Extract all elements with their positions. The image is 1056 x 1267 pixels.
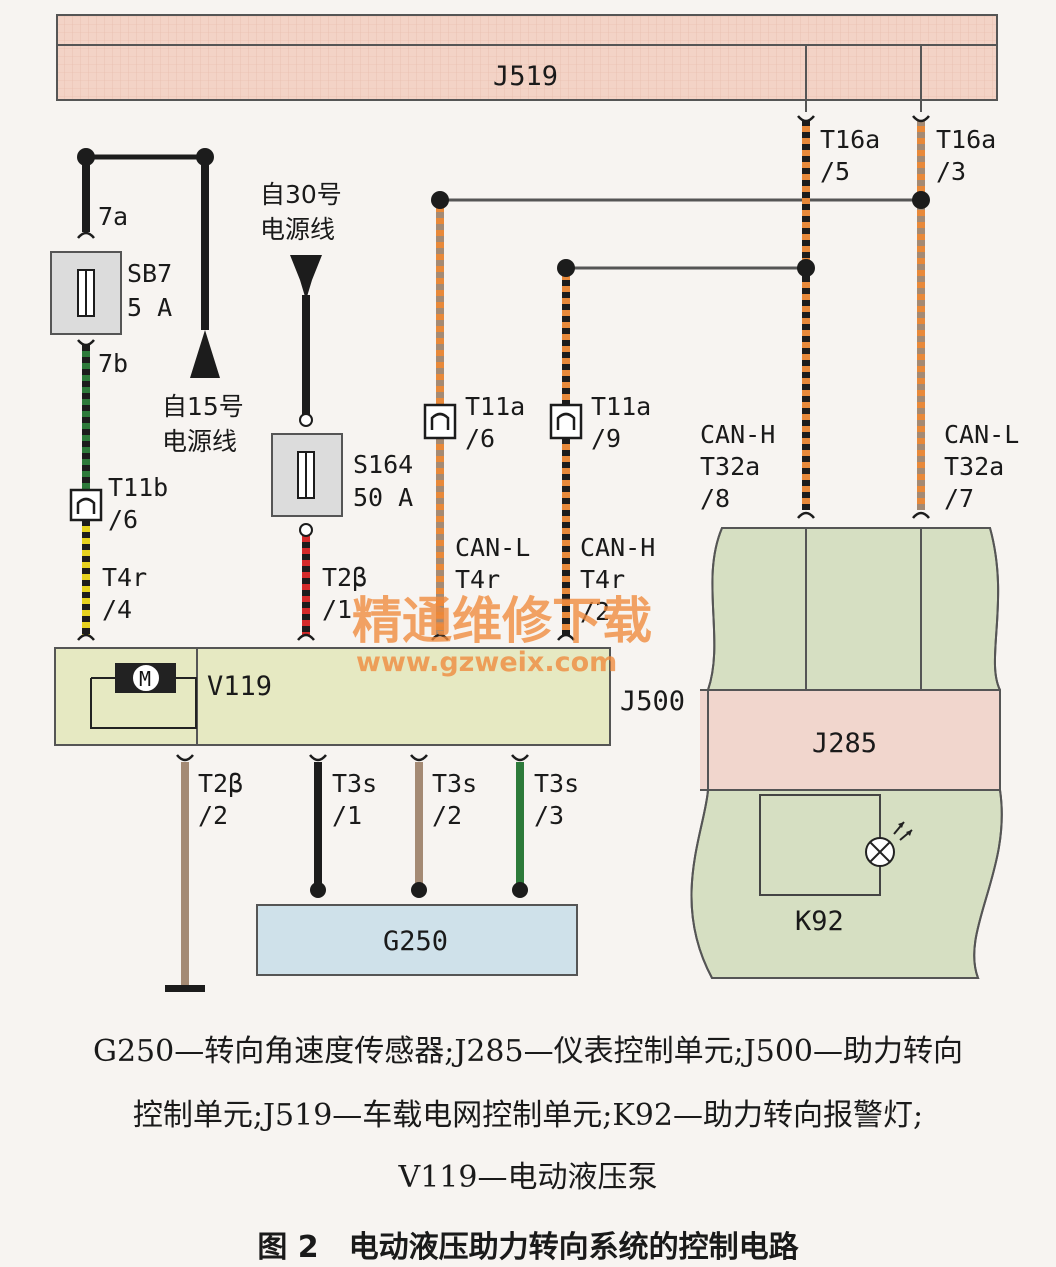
pin-t11a-a: T11a (465, 392, 525, 421)
k92-label: K92 (795, 906, 844, 937)
j285-label: J285 (812, 728, 877, 759)
t11b-connector (69, 488, 103, 522)
pin-canl-b: CAN-L (944, 420, 1019, 449)
pin-labels: 7a 7b T11b /6 T4r /4 T2β /1 T11a /6 T11a… (98, 125, 1019, 830)
fuse-s164: S164 50 A (271, 433, 413, 517)
pin-canl-a: CAN-L (455, 533, 530, 562)
pin-t32a-b-num: /7 (944, 484, 974, 513)
j500-label: J500 (620, 686, 685, 717)
pin-t32a-a: T32a (700, 452, 760, 481)
t11a6-connector (423, 403, 457, 440)
g250-label: G250 (383, 926, 448, 957)
pin-t32a-a-num: /8 (700, 484, 730, 513)
pin-t16a-b: T16a (936, 125, 996, 154)
pin-t4r-a: T4r (102, 563, 147, 592)
fuse-sb7: SB7 5 A (50, 251, 172, 335)
pin-t4r-c: T4r (580, 565, 625, 594)
legend-line-1: G250—转向角速度传感器;J285—仪表控制单元;J500—助力转向 (92, 1034, 963, 1069)
pin-t3s2-num: /2 (432, 801, 462, 830)
v119-label: V119 (207, 671, 272, 702)
source-15-line1: 自15号 (162, 392, 244, 421)
pin-t4r-b: T4r (455, 565, 500, 594)
s164-rating: 50 A (353, 483, 413, 512)
pin-t3s1-num: /1 (332, 801, 362, 830)
sb7-rating: 5 A (127, 293, 172, 322)
pin-t3s3-num: /3 (534, 801, 564, 830)
watermark-title: 精通维修下载 (352, 592, 652, 650)
source-15-line2: 电源线 (162, 427, 237, 456)
pin-t3s2: T3s (432, 769, 477, 798)
motor-symbol (131, 663, 161, 693)
j285-unit: J285 K92 (690, 527, 1003, 979)
s164-name: S164 (353, 450, 413, 479)
connector-arcs (77, 115, 930, 762)
pin-t3s1: T3s (332, 769, 377, 798)
g250-unit: G250 (256, 904, 578, 976)
t11a9-connector (549, 403, 583, 440)
legend-line-3: V119—电动液压泵 (398, 1160, 658, 1195)
pin-t11a-b: T11a (591, 392, 651, 421)
pin-t11a-a-num: /6 (465, 424, 495, 453)
j519-unit: J519 (56, 14, 998, 101)
from-30-arrow (290, 255, 322, 300)
pin-7b: 7b (98, 349, 128, 378)
motor-letter: M (139, 667, 151, 691)
figure-caption: 图 2 电动液压助力转向系统的控制电路 (257, 1230, 799, 1265)
pin-canh-a: CAN-H (580, 533, 655, 562)
pin-t2b: T2β (322, 563, 367, 592)
pin-t2b-num2: /2 (198, 801, 228, 830)
from-15-arrow (190, 330, 220, 378)
pin-t4r-c-num: /2 (580, 597, 610, 626)
inline-connectors (69, 403, 583, 522)
pin-t11b-num: /6 (108, 505, 138, 534)
sb7-name: SB7 (127, 259, 172, 288)
pin-t16a-a: T16a (820, 125, 880, 154)
ground-symbol (165, 985, 205, 992)
pin-canh-b: CAN-H (700, 420, 775, 449)
j500-unit: M V119 J500 (54, 647, 685, 746)
j519-label: J519 (493, 61, 558, 92)
wires (82, 45, 925, 992)
warning-lamp-icon (865, 821, 913, 867)
pin-t2b-b: T2β (198, 769, 243, 798)
pin-7a: 7a (98, 202, 128, 231)
source-30-line1: 自30号 (260, 180, 342, 209)
pin-t4r-a-num: /4 (102, 595, 132, 624)
pin-t32a-b: T32a (944, 452, 1004, 481)
pin-t3s3: T3s (534, 769, 579, 798)
pin-t11a-b-num: /9 (591, 424, 621, 453)
source-30-line2: 电源线 (260, 215, 335, 244)
pin-t11b: T11b (108, 473, 168, 502)
pin-t16a-b-num: /3 (936, 157, 966, 186)
pin-t2b-num1: /1 (322, 595, 352, 624)
legend-line-2: 控制单元;J519—车载电网控制单元;K92—助力转向报警灯; (132, 1098, 924, 1133)
watermark-url: www.gzweix.com (356, 647, 617, 678)
junctions (77, 148, 930, 898)
pin-t16a-a-num: /5 (820, 157, 850, 186)
